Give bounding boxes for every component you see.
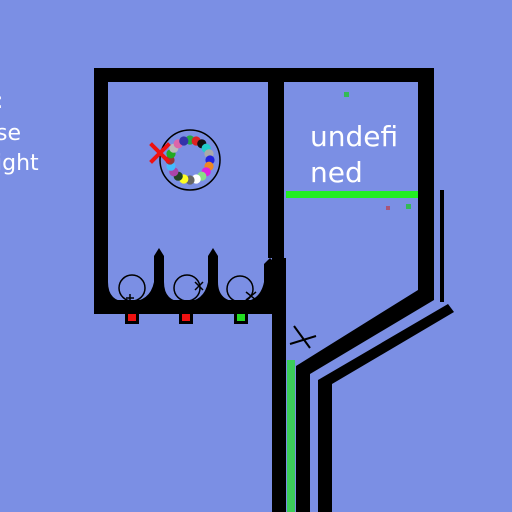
bin-2-indicator bbox=[182, 314, 190, 321]
side-text-line-2: se bbox=[0, 121, 21, 146]
left-chamber-top-wall bbox=[94, 68, 284, 82]
right-chamber-top-wall bbox=[268, 68, 434, 82]
bin-1-ring bbox=[118, 274, 146, 302]
bin-separator-1 bbox=[154, 248, 164, 300]
side-text-line-1: : bbox=[0, 88, 3, 116]
bin-separator-2 bbox=[208, 248, 218, 300]
cross-icon bbox=[289, 325, 317, 349]
right-chamber bbox=[268, 68, 444, 302]
side-text-line-3: ight bbox=[0, 151, 39, 176]
bin-2-bowl bbox=[164, 282, 208, 302]
x-mark-icon bbox=[149, 142, 171, 164]
bin-3-ring bbox=[226, 275, 254, 303]
bin-3[interactable] bbox=[226, 275, 257, 324]
particle bbox=[406, 204, 411, 209]
bin-1-indicator bbox=[128, 314, 136, 321]
bin-3-indicator bbox=[237, 314, 245, 321]
chute-track-fill bbox=[287, 360, 295, 512]
chute bbox=[272, 258, 454, 512]
particle bbox=[344, 92, 349, 97]
cross-icon bbox=[126, 294, 134, 302]
particle bbox=[386, 206, 390, 210]
right-thin-post bbox=[440, 190, 444, 302]
left-chamber-floor bbox=[94, 300, 280, 314]
chute-left-wall bbox=[272, 258, 286, 512]
bin-2[interactable] bbox=[173, 274, 204, 324]
panel-status-line-1: undefi bbox=[310, 120, 399, 153]
ball-cluster[interactable] bbox=[159, 129, 221, 191]
bin-1-bowl bbox=[108, 282, 154, 302]
cross-icon bbox=[245, 291, 257, 301]
right-chamber-goal-line[interactable] bbox=[286, 191, 418, 198]
right-chamber-right-wall bbox=[418, 68, 434, 298]
bin-1[interactable] bbox=[118, 274, 146, 324]
balls bbox=[165, 135, 215, 185]
left-chamber-left-wall bbox=[94, 68, 108, 313]
chute-inner-wall bbox=[296, 290, 434, 512]
panel-status-line-2: ned bbox=[310, 156, 363, 189]
cross-icon bbox=[194, 281, 204, 291]
ball bbox=[179, 136, 189, 146]
left-chamber-divider-wall bbox=[268, 68, 284, 258]
chute-outer-wall bbox=[318, 304, 454, 512]
bin-3-bowl bbox=[218, 282, 264, 302]
